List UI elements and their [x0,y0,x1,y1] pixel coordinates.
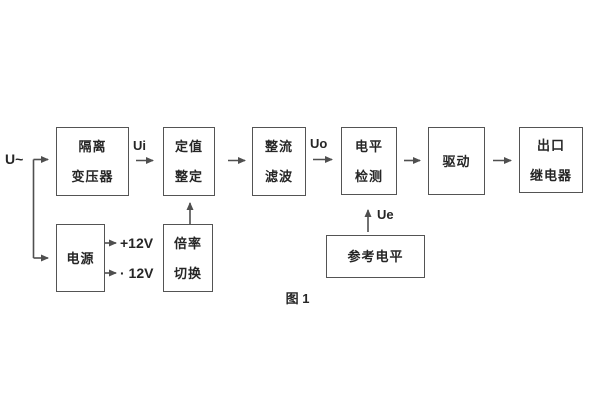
ue-signal-label: Ue [377,207,394,222]
block-label: 倍率 [173,235,202,251]
block-label: 变压器 [71,169,114,184]
block-power-supply: 电源 [56,224,105,292]
block-label: 滤波 [264,169,293,184]
block-label: 电源 [66,250,95,266]
input-voltage-label: U~ [5,151,24,167]
block-label: 出口 [536,137,565,153]
plus-12v-label: +12V [120,235,154,251]
block-isolation-transformer: 隔离 变压器 [56,127,129,196]
block-rectifier-filter: 整流 滤波 [252,127,306,196]
minus-12v-label: · 12V [120,265,154,281]
block-label: 参考电平 [347,249,404,264]
block-driver: 驱动 [428,127,485,195]
block-label: 整流 [264,139,293,154]
block-ratio-switching: 倍率 切换 [163,224,213,292]
block-setpoint-setting: 定值 整定 [163,127,215,196]
ui-signal-label: Ui [133,138,146,153]
block-label: 驱动 [442,153,471,169]
block-label: 继电器 [529,167,572,183]
block-label: 定值 [174,139,203,154]
block-output-relay: 出口 继电器 [519,127,583,193]
block-label: 电平 [354,138,383,154]
block-level-detection: 电平 检测 [341,127,397,195]
block-label: 检测 [354,168,383,184]
block-label: 切换 [173,265,202,281]
uo-signal-label: Uo [310,136,328,151]
block-label: 整定 [174,169,203,184]
block-reference-level: 参考电平 [326,235,425,278]
block-label: 隔离 [78,139,107,154]
figure-caption: 图 1 [285,291,310,306]
